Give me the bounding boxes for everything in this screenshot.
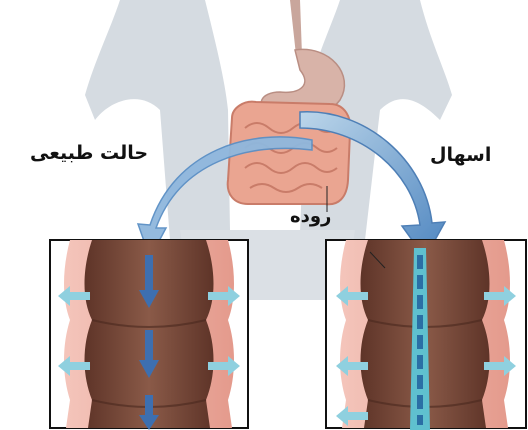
panel-normal bbox=[50, 240, 248, 430]
panel-diarrhea bbox=[326, 240, 526, 430]
label-normal: حالت طبیعی bbox=[30, 142, 148, 164]
label-intestine: روده bbox=[290, 206, 331, 227]
label-diarrhea: اسهال bbox=[430, 144, 491, 166]
